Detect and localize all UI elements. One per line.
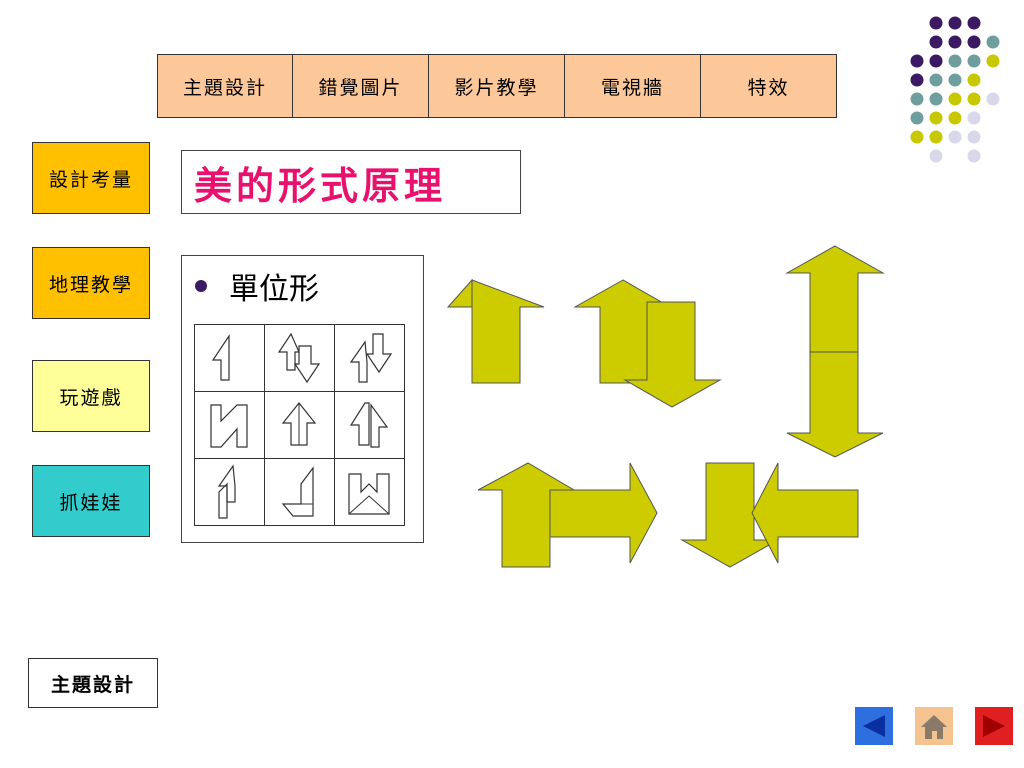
decorative-dot — [948, 35, 962, 49]
nav-tv-wall[interactable]: 電視牆 — [565, 54, 701, 118]
decorative-dot — [910, 130, 924, 144]
side-button-geography-teaching[interactable]: 地理教學 — [32, 247, 150, 319]
decorative-dot — [929, 73, 943, 87]
split-arrow-icon — [349, 401, 389, 448]
decorative-dot — [967, 35, 981, 49]
down-arrow-shape — [680, 462, 780, 568]
grid-cell — [193, 323, 265, 392]
decorative-dot-cluster — [910, 16, 1000, 163]
up-down-arrow-pair-icon — [277, 332, 321, 383]
nav-illusion-images[interactable]: 錯覺圖片 — [293, 54, 429, 118]
grid-cell — [263, 457, 335, 526]
left-arrow-icon[interactable] — [855, 707, 893, 745]
cup-shape-icon — [348, 472, 390, 515]
decorative-dot — [986, 92, 1000, 106]
grid-cell — [193, 457, 265, 526]
home-icon[interactable] — [915, 707, 953, 745]
left-arrow-shape — [751, 462, 859, 564]
decorative-dot — [948, 73, 962, 87]
grid-cell — [333, 457, 405, 526]
decorative-dot — [948, 92, 962, 106]
decorative-dot — [986, 35, 1000, 49]
decorative-dot — [929, 54, 943, 68]
side-button-claw-machine[interactable]: 抓娃娃 — [32, 465, 150, 537]
decorative-dot — [948, 16, 962, 30]
decorative-dot — [967, 149, 981, 163]
decorative-dot — [948, 111, 962, 125]
decorative-dot — [967, 54, 981, 68]
corner-arrow-icon — [281, 465, 314, 517]
decorative-dot — [929, 92, 943, 106]
footer-theme-design-button[interactable]: 主題設計 — [28, 658, 158, 708]
bullet-dot-icon — [195, 280, 207, 292]
right-arrow-icon[interactable] — [975, 707, 1013, 745]
decorative-dot — [910, 111, 924, 125]
unit-shape-grid — [193, 323, 405, 526]
decorative-dot — [986, 54, 1000, 68]
nav-special-effects[interactable]: 特效 — [701, 54, 837, 118]
staggered-arrow-pair-icon — [349, 332, 393, 383]
top-nav: 主題設計 錯覺圖片 影片教學 電視牆 特效 — [157, 54, 837, 118]
decorative-dot — [929, 111, 943, 125]
decorative-dot — [910, 54, 924, 68]
grid-cell — [263, 323, 335, 392]
grid-cell — [263, 390, 335, 459]
offset-arrow-icon — [217, 463, 236, 519]
up-arrow-outline-icon — [281, 401, 317, 446]
decorative-dot — [910, 73, 924, 87]
decorative-dot — [967, 92, 981, 106]
decorative-dot — [929, 130, 943, 144]
arrow-composition-illustration — [446, 245, 885, 568]
decorative-dot — [967, 73, 981, 87]
zigzag-shape-icon — [210, 403, 248, 448]
half-arrow-up-icon — [211, 333, 230, 381]
grid-cell — [193, 390, 265, 459]
decorative-dot — [967, 111, 981, 125]
down-arrow-shape — [623, 301, 722, 408]
page-title: 美的形式原理 — [181, 150, 521, 214]
nav-theme-design[interactable]: 主題設計 — [157, 54, 293, 118]
up-arrow-shape — [471, 279, 545, 384]
page-title-text: 美的形式原理 — [194, 162, 447, 208]
grid-cell — [333, 323, 405, 392]
grid-cell — [333, 390, 405, 459]
decorative-dot — [967, 16, 981, 30]
decorative-dot — [967, 130, 981, 144]
decorative-dot — [948, 130, 962, 144]
up-arrow-shape — [446, 278, 473, 308]
bullet-text: 單位形 — [229, 272, 319, 307]
decorative-dot — [929, 35, 943, 49]
side-button-design-considerations[interactable]: 設計考量 — [32, 142, 150, 214]
right-arrow-shape — [549, 462, 658, 564]
side-button-play-game[interactable]: 玩遊戲 — [32, 360, 150, 432]
decorative-dot — [910, 92, 924, 106]
nav-video-teaching[interactable]: 影片教學 — [429, 54, 565, 118]
decorative-dot — [929, 16, 943, 30]
unit-shape-panel: 單位形 — [181, 255, 424, 543]
decorative-dot — [929, 149, 943, 163]
decorative-dot — [948, 54, 962, 68]
